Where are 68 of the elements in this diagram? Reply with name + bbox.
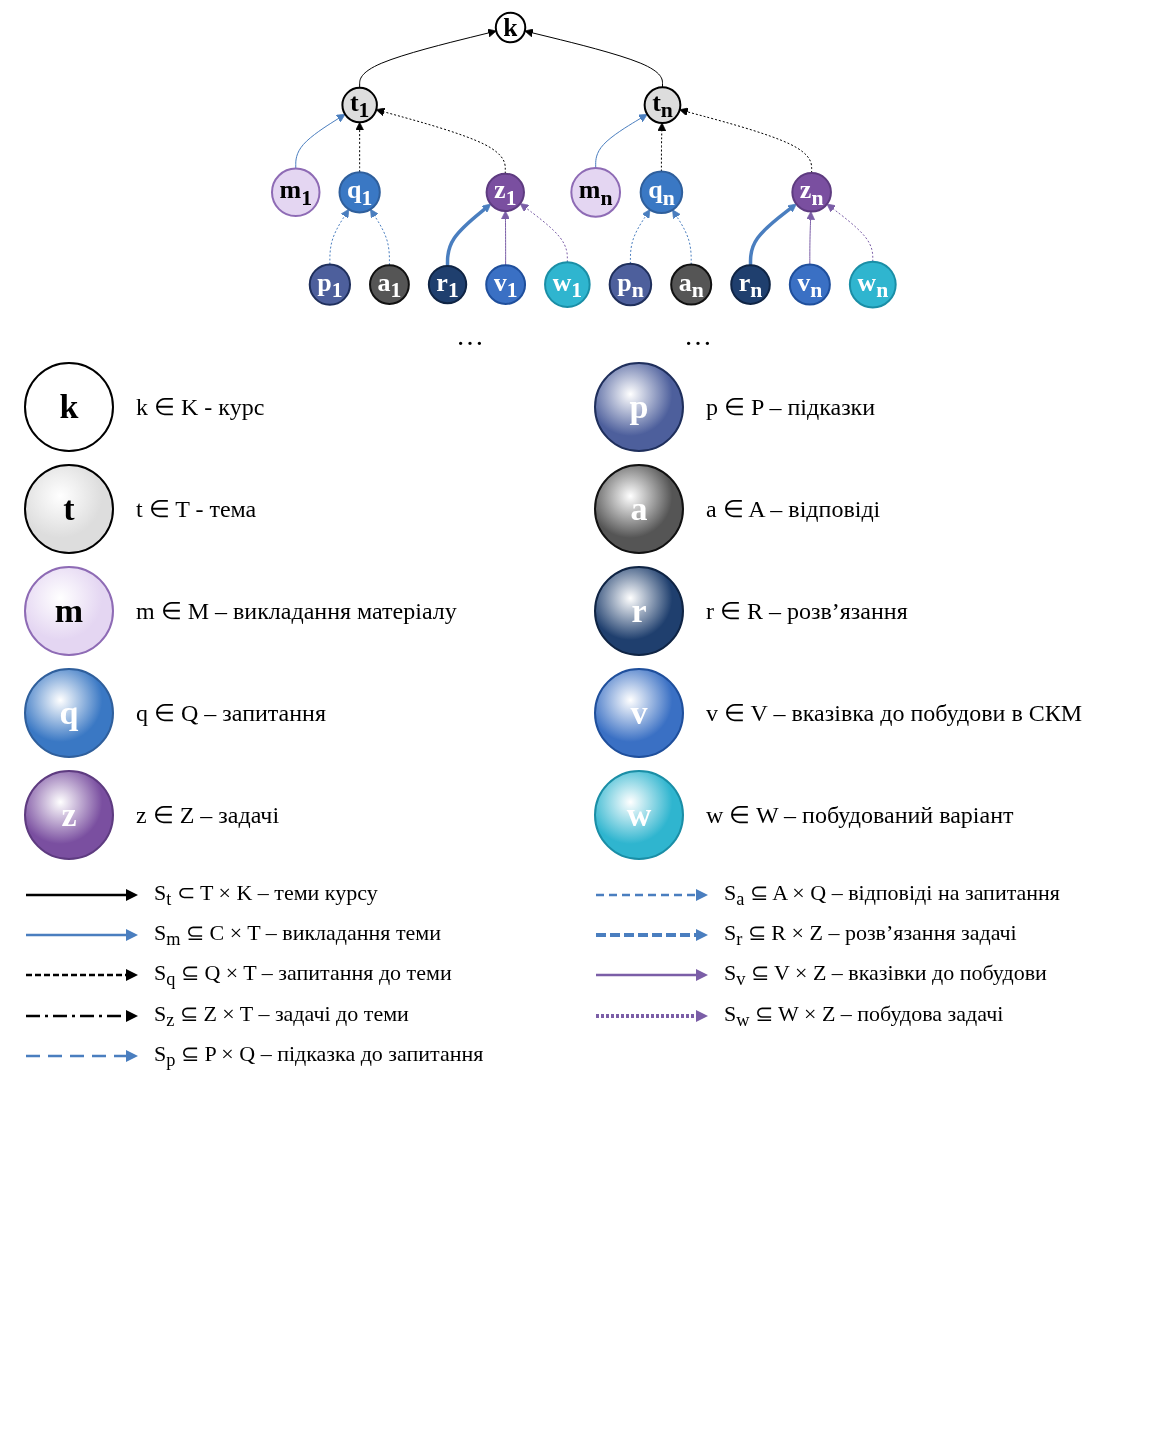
node-circle: v$_{1}$ [485,264,527,305]
arrow [679,107,813,174]
legend-text: S$_{w}$ ⊆ W × Z – побудова задачі [724,1000,1004,1032]
legend-circle: w [594,769,684,860]
legend-circle: t [24,463,114,554]
legend-text: w ∈ W – побудований варіант [706,800,1014,829]
node-circle: r$_{1}$ [428,264,468,305]
node-circle: v$_{n}$ [788,263,831,306]
arrow [376,107,506,175]
node-circle: t$_{n}$ [643,86,682,124]
node-circle: t$_{1}$ [341,86,379,124]
node-circle: m$_{n}$ [570,166,622,218]
node-circle: r$_{n}$ [730,264,771,305]
arrow [748,203,797,266]
node-circle: p$_{n}$ [608,262,653,307]
legend-text: q ∈ Q – запитання [136,698,326,727]
arrow [445,203,492,266]
legend-text: S$_{p}$ ⊆ P × Q – підказка до запитання [154,1041,484,1072]
node-circle: w$_{1}$ [544,261,591,308]
legend-text: S$_{r}$ ⊆ R × Z – розв’язання задачі [724,919,1017,951]
node-circle: w$_{n}$ [849,260,897,309]
legend-text: S$_{m}$ ⊆ C × T – викладання теми [154,919,442,951]
ellipsis-text: … [684,319,712,352]
node-circle: a$_{1}$ [369,264,410,305]
legend-text: k ∈ K - курс [136,392,265,421]
legend-text: S$_{a}$ ⊆ A × Q – відповіді на запитання [724,879,1060,910]
arrow [806,211,816,266]
legend-circle: p [594,361,684,452]
node-circle: z$_{1}$ [485,172,526,212]
node-circle: a$_{n}$ [670,263,713,306]
node-circle: q$_{1}$ [338,171,381,214]
legend-text: v ∈ V – вказівка до побудови в СКМ [706,698,1083,727]
legend-text: a ∈ A – відповіді [706,494,881,523]
node-circle: q$_{n}$ [639,170,684,215]
legend-circle: z [24,769,114,860]
arrow [501,210,511,266]
ellipsis-text: … [456,319,484,352]
arrow [595,113,648,169]
arrow [359,28,497,89]
arrow [630,209,651,265]
arrow [657,122,667,173]
node-circle: p$_{1}$ [308,263,352,306]
node-circle: z$_{n}$ [791,172,833,213]
legend-text: S$_{v}$ ⊆ V × Z – вказівки до побудови [724,960,1047,991]
legend-text: z ∈ Z – задачі [136,800,280,829]
legend-circle: v [594,667,684,758]
arrow [672,209,692,266]
arrow [355,121,365,173]
legend-text: S$_{t}$ ⊂ T × K – теми курсу [154,879,378,910]
node-circle: k [494,11,527,44]
legend-text: t ∈ T - тема [136,494,257,523]
legend-circle: q [24,667,114,758]
legend-circle: m [24,565,114,656]
node-circle: m$_{1}$ [271,167,321,218]
legend-text: S$_{q}$ ⊆ Q × T – запитання до теми [154,960,452,991]
legend-circle: a [594,463,684,554]
arrow [295,113,346,170]
legend-circle: k [24,361,114,452]
arrow [519,203,568,263]
legend-text: S$_{z}$ ⊆ Z × T – задачі до теми [154,1000,409,1032]
legend-text: r ∈ R – розв’язання [706,596,908,625]
arrow [329,208,350,265]
arrow [524,28,664,88]
legend-text: m ∈ M – викладання матеріалу [136,596,457,625]
legend-text: p ∈ P – підказки [706,392,876,421]
arrow [826,203,874,263]
legend-circle: r [594,565,684,656]
arrow [370,208,391,266]
